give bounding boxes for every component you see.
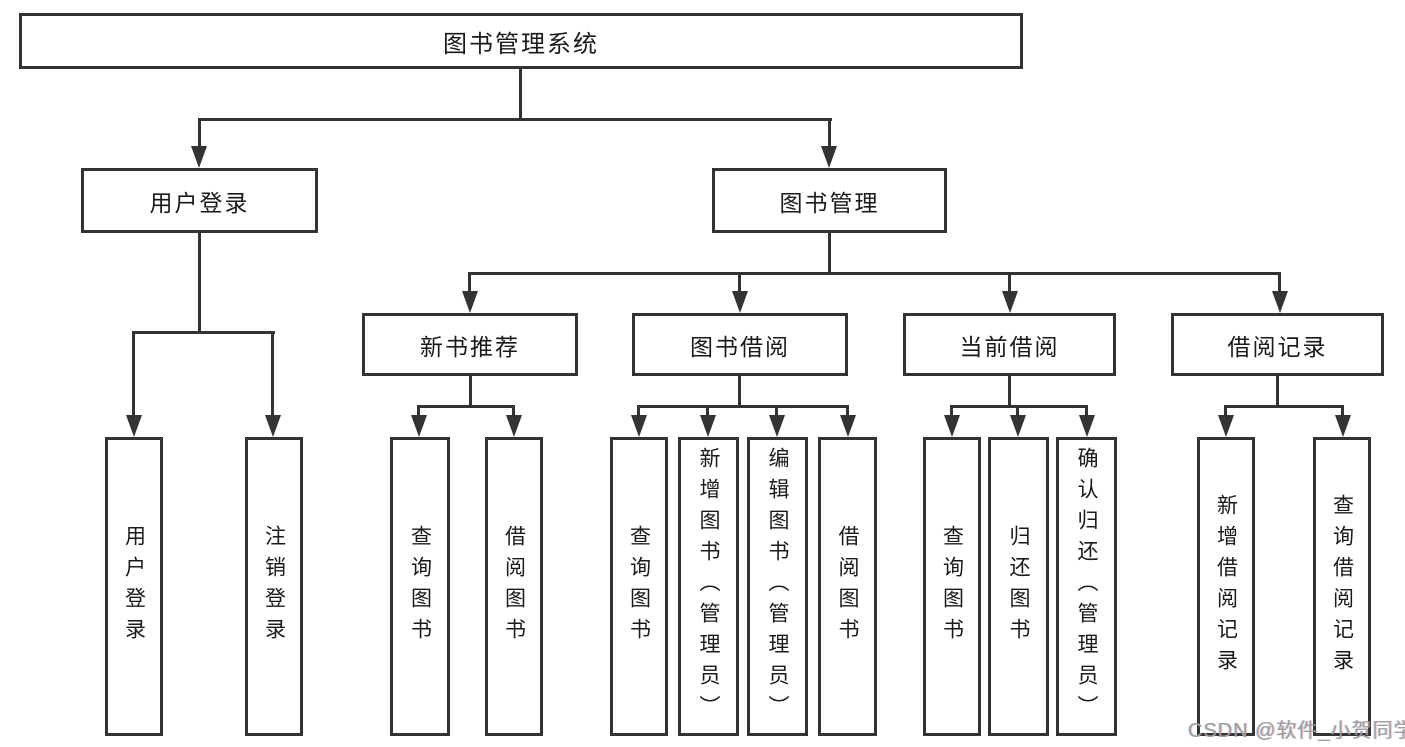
connector-vline (637, 405, 640, 417)
connector-vline (417, 405, 420, 417)
leaf-label: 新增图书（管理员） (697, 447, 720, 726)
leaf-label: 新增借阅记录 (1214, 493, 1238, 680)
leaf-label: 归还图书 (1007, 524, 1030, 649)
arrow-down-icon (769, 415, 785, 437)
connector-vline (1008, 272, 1011, 294)
node-label: 图书借阅 (690, 333, 790, 360)
leaf-user-login: 用户登录 (105, 437, 163, 736)
arrow-down-icon (1218, 415, 1234, 437)
leaf-label: 查询图书 (408, 524, 432, 649)
node-label: 当前借阅 (959, 333, 1060, 360)
arrow-down-icon (1272, 291, 1288, 313)
arrow-down-icon (126, 415, 142, 437)
connector-hline (198, 118, 832, 121)
connector-vline (738, 272, 741, 294)
arrow-down-icon (631, 415, 647, 437)
watermark: CSDN @软件_小贺同学 (1188, 720, 1405, 742)
node-book-borrowing: 图书借阅 (632, 313, 848, 376)
connector-vline (271, 331, 274, 417)
node-label: 图书管理 (779, 189, 880, 216)
arrow-down-icon (411, 415, 427, 437)
leaf-label: 借阅图书 (502, 524, 526, 649)
connector-vline (132, 331, 135, 417)
leaf-return-books: 归还图书 (988, 437, 1049, 736)
connector-vline (468, 272, 471, 294)
leaf-label: 确认归还（管理员） (1075, 447, 1098, 726)
connector-vline (512, 405, 515, 417)
leaf-label: 注销登录 (262, 524, 286, 649)
arrow-down-icon (1079, 415, 1095, 437)
leaf-query-books-recommend: 查询图书 (390, 437, 450, 736)
arrow-down-icon (265, 415, 281, 437)
arrow-down-icon (1010, 415, 1026, 437)
leaf-logout: 注销登录 (245, 437, 303, 736)
connector-hline (417, 405, 515, 408)
connector-hline (637, 405, 849, 408)
node-current-borrowing: 当前借阅 (903, 313, 1116, 376)
connector-vline (1341, 405, 1344, 417)
arrow-down-icon (191, 146, 207, 168)
connector-vline (1016, 405, 1019, 417)
leaf-label: 用户登录 (122, 524, 146, 649)
leaf-label: 编辑图书（管理员） (766, 447, 789, 726)
arrow-down-icon (506, 415, 522, 437)
node-label: 借阅记录 (1227, 333, 1328, 360)
connector-vline (198, 233, 201, 333)
connector-hline (468, 272, 1281, 275)
arrow-down-icon (944, 415, 960, 437)
leaf-label: 查询图书 (940, 524, 964, 649)
leaf-query-borrow-record: 查询借阅记录 (1313, 437, 1371, 736)
leaf-edit-books-admin: 编辑图书（管理员） (747, 437, 808, 736)
connector-vline (1008, 376, 1011, 408)
connector-vline (519, 69, 522, 119)
leaf-borrow-books-recommend: 借阅图书 (485, 437, 543, 736)
connector-vline (1278, 272, 1281, 294)
leaf-confirm-return-admin: 确认归还（管理员） (1056, 437, 1117, 736)
arrow-down-icon (840, 415, 856, 437)
arrow-down-icon (1335, 415, 1351, 437)
node-book-management: 图书管理 (712, 168, 947, 233)
node-label: 用户登录 (149, 189, 250, 216)
arrow-down-icon (700, 415, 716, 437)
connector-vline (1224, 405, 1227, 417)
arrow-down-icon (1002, 291, 1018, 313)
arrow-down-icon (732, 291, 748, 313)
leaf-add-books-admin: 新增图书（管理员） (678, 437, 739, 736)
arrow-down-icon (821, 146, 837, 168)
connector-vline (469, 376, 472, 408)
connector-vline (198, 118, 201, 150)
connector-vline (828, 118, 831, 150)
connector-vline (1085, 405, 1088, 417)
leaf-label: 查询借阅记录 (1330, 493, 1354, 680)
connector-vline (1276, 376, 1279, 408)
leaf-label: 查询图书 (627, 524, 651, 649)
leaf-query-books-borrowing: 查询图书 (610, 437, 668, 736)
connector-vline (706, 405, 709, 417)
connector-hline (950, 405, 1088, 408)
connector-vline (828, 233, 831, 275)
connector-vline (738, 376, 741, 408)
node-label: 新书推荐 (420, 333, 520, 360)
connector-hline (132, 331, 275, 334)
connector-vline (846, 405, 849, 417)
arrow-down-icon (462, 291, 478, 313)
node-user-login: 用户登录 (81, 168, 318, 233)
leaf-add-borrow-record: 新增借阅记录 (1197, 437, 1255, 736)
leaf-borrow-books-borrowing: 借阅图书 (818, 437, 877, 736)
node-library-management-system: 图书管理系统 (19, 13, 1023, 69)
leaf-label: 借阅图书 (836, 524, 859, 649)
node-borrowing-records: 借阅记录 (1171, 313, 1384, 376)
connector-hline (1224, 405, 1344, 408)
connector-vline (775, 405, 778, 417)
node-label: 图书管理系统 (443, 30, 599, 58)
leaf-query-books-current: 查询图书 (923, 437, 981, 736)
node-new-book-recommendation: 新书推荐 (362, 313, 578, 376)
connector-vline (950, 405, 953, 417)
